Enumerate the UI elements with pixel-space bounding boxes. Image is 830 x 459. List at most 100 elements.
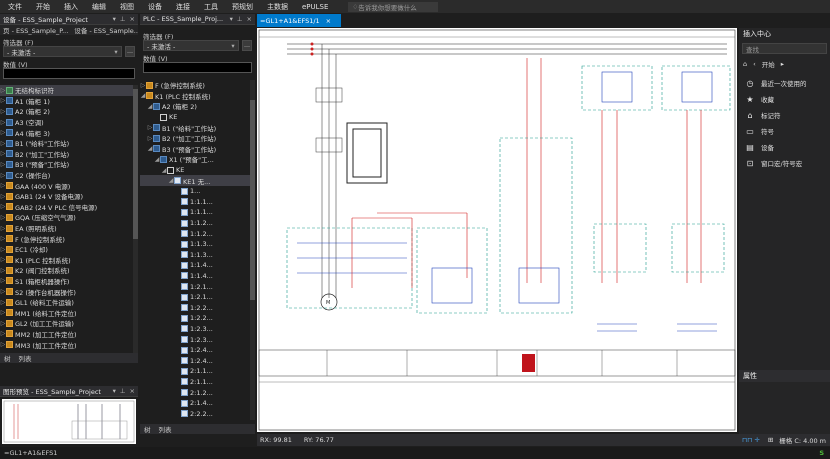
tree-item[interactable]: ▷GAB1 (24 V 设备电源) (0, 192, 84, 202)
expand-icon[interactable]: ▷ (0, 224, 6, 232)
tree-item[interactable]: ▷B2 ("加工"工作站) (0, 150, 70, 159)
subtab[interactable]: 页 - ESS_Sample_P... (3, 27, 69, 35)
device-tree-scrollbar[interactable] (133, 85, 138, 353)
expand-icon[interactable]: ▷ (0, 171, 6, 179)
plc-tree-item[interactable]: 1:2.4... (140, 345, 250, 356)
menu-item[interactable]: 插入 (64, 2, 78, 11)
expand-icon[interactable]: ▷ (0, 266, 6, 274)
plc-tree-item[interactable]: 1:1.4... (140, 271, 250, 282)
home-icon[interactable]: ⌂ (743, 60, 748, 68)
tree-item[interactable]: ▷EC1 (冷却) (0, 245, 48, 255)
insert-center-item[interactable]: ▤设备 (746, 142, 774, 153)
expand-icon[interactable]: ▷ (147, 134, 153, 142)
schematic-canvas[interactable]: M (257, 28, 737, 432)
expand-icon[interactable]: ◢ (154, 155, 160, 163)
plc-tree-item[interactable]: KE (140, 112, 250, 123)
expand-icon[interactable]: ▷ (0, 150, 6, 158)
expand-icon[interactable]: ▷ (0, 192, 6, 200)
close-icon[interactable]: × (129, 15, 135, 23)
plc-tree-item[interactable]: 1:2.3... (140, 324, 250, 335)
menu-item[interactable]: 工具 (204, 2, 218, 11)
panel-menu-icon[interactable]: ▾ (229, 15, 233, 23)
expand-icon[interactable]: ▷ (0, 160, 6, 168)
tree-item[interactable]: ▷A4 (箱柜 3) (0, 129, 50, 138)
tree-item[interactable]: ▷A3 (空调) (0, 118, 44, 128)
tree-item[interactable]: ▷A1 (箱柜 1) (0, 97, 50, 106)
tree-item[interactable]: ▷S2 (操作台机器操作) (0, 288, 76, 297)
tree-item[interactable]: ▷C2 (操作台) (0, 171, 51, 181)
plc-tree-item[interactable]: ◢KE (161, 166, 185, 175)
document-tab[interactable]: =GL1+A1&EFS1/1 × (257, 14, 341, 27)
tree-item[interactable]: ▷MM3 (加工工件定位) (0, 341, 77, 350)
subtab[interactable]: 设备 - ESS_Sample... (74, 27, 138, 35)
expand-icon[interactable]: ▷ (0, 139, 6, 147)
menu-item[interactable]: 连接 (176, 2, 190, 11)
tree-item[interactable]: ▷GQA (压缩空气气源) (0, 213, 76, 223)
plc-tree-item[interactable]: 1:2.4... (140, 355, 250, 366)
expand-icon[interactable]: ▷ (0, 203, 6, 211)
pin-icon[interactable]: ⊥ (119, 15, 126, 23)
menu-item[interactable]: 编辑 (92, 2, 106, 11)
tree-item[interactable]: ▷GL1 (给料工件运输) (0, 298, 74, 308)
tree-item[interactable]: ▷GAB2 (24 V PLC 信号电源) (0, 203, 98, 212)
expand-icon[interactable]: ▷ (0, 288, 6, 296)
expand-icon[interactable]: ◢ (147, 102, 153, 110)
plc-tree-item[interactable]: 1:1.2... (140, 218, 250, 229)
tree-item[interactable]: ▷F (急停控制系统) (0, 235, 65, 244)
panel-bottom-tab[interactable]: 树 (4, 355, 11, 363)
insert-center-item[interactable]: ★收藏 (746, 94, 774, 105)
insert-center-item[interactable]: ◷最近一次使用的 (746, 78, 807, 89)
expand-icon[interactable]: ◢ (140, 92, 146, 100)
menu-item[interactable]: 设备 (148, 2, 162, 11)
expand-icon[interactable]: ▷ (0, 277, 6, 285)
plc-tree-item[interactable]: ◢A2 (箱柜 2) (147, 102, 197, 112)
plc-tree-item[interactable]: 1... (140, 186, 250, 197)
plc-tree-item[interactable]: 2:1.1... (140, 366, 250, 377)
expand-icon[interactable]: ▷ (0, 129, 6, 137)
insert-center-item[interactable]: ▭符号 (746, 126, 774, 137)
tree-item[interactable]: ▷EA (照明系统) (0, 224, 57, 234)
tree-item[interactable]: ▷B1 ("给料"工作站) (0, 139, 70, 149)
panel-bottom-tab[interactable]: 树 (144, 426, 151, 434)
expand-icon[interactable]: ▷ (0, 298, 6, 306)
expand-icon[interactable]: ▷ (0, 330, 6, 338)
tree-item[interactable]: ▷B3 ("预备"工作站) (0, 160, 70, 170)
plc-tree-item[interactable]: ◢K1 (PLC 控制系统) (140, 92, 211, 101)
expand-icon[interactable]: ▷ (140, 81, 146, 89)
tree-item[interactable]: ▷GL2 (加工工件运输) (0, 319, 74, 329)
menu-item[interactable]: 文件 (8, 2, 22, 11)
plc-filter-select[interactable]: - 未激活 -▾ (143, 40, 239, 51)
snap-icon[interactable]: ⊓⊓ ✛ (742, 436, 760, 444)
expand-icon[interactable]: ◢ (168, 177, 174, 185)
menu-item[interactable]: 预规划 (232, 2, 253, 11)
expand-icon[interactable]: ▷ (0, 341, 6, 349)
plc-tree-item[interactable]: 2:1.2... (140, 387, 250, 398)
filter-more-button[interactable]: … (125, 46, 135, 57)
value-input[interactable] (3, 68, 135, 79)
expand-icon[interactable]: ◢ (161, 166, 167, 174)
grid-icon[interactable]: ⊞ (767, 436, 774, 444)
tree-item[interactable]: ▷MM1 (给料工件定位) (0, 309, 77, 318)
plc-tree-item[interactable]: 1:1.2... (140, 228, 250, 239)
plc-tree-item[interactable]: 2:1.4... (140, 398, 250, 409)
plc-tree-item[interactable]: 1:1.1... (140, 197, 250, 208)
plc-tree-item[interactable]: ▷B2 ("加工"工作站) (147, 134, 217, 144)
expand-icon[interactable]: ▷ (0, 86, 6, 94)
plc-tree-item[interactable]: 1:2.2... (140, 313, 250, 324)
start-breadcrumb[interactable]: 开始 (761, 61, 775, 69)
expand-icon[interactable]: ▷ (0, 245, 6, 253)
plc-tree-item[interactable]: 2:1.1... (140, 377, 250, 388)
expand-icon[interactable]: ▷ (147, 124, 153, 132)
plc-tree-item[interactable]: 1:2.2... (140, 302, 250, 313)
expand-icon[interactable]: ▷ (0, 256, 6, 264)
expand-icon[interactable]: ▷ (0, 107, 6, 115)
plc-tree-item[interactable]: ▷F (急停控制系统) (140, 81, 205, 91)
plc-filter-more-button[interactable]: … (242, 40, 252, 51)
panel-menu-icon[interactable]: ▾ (112, 387, 116, 395)
expand-icon[interactable]: ▷ (0, 97, 6, 105)
plc-tree-item[interactable]: 1:2.1... (140, 292, 250, 303)
close-icon[interactable]: × (129, 387, 135, 395)
expand-icon[interactable]: ▷ (0, 213, 6, 221)
tree-item[interactable]: ▷无结构标识符 (0, 85, 133, 96)
insert-center-item[interactable]: ⌂标记符 (739, 107, 830, 123)
